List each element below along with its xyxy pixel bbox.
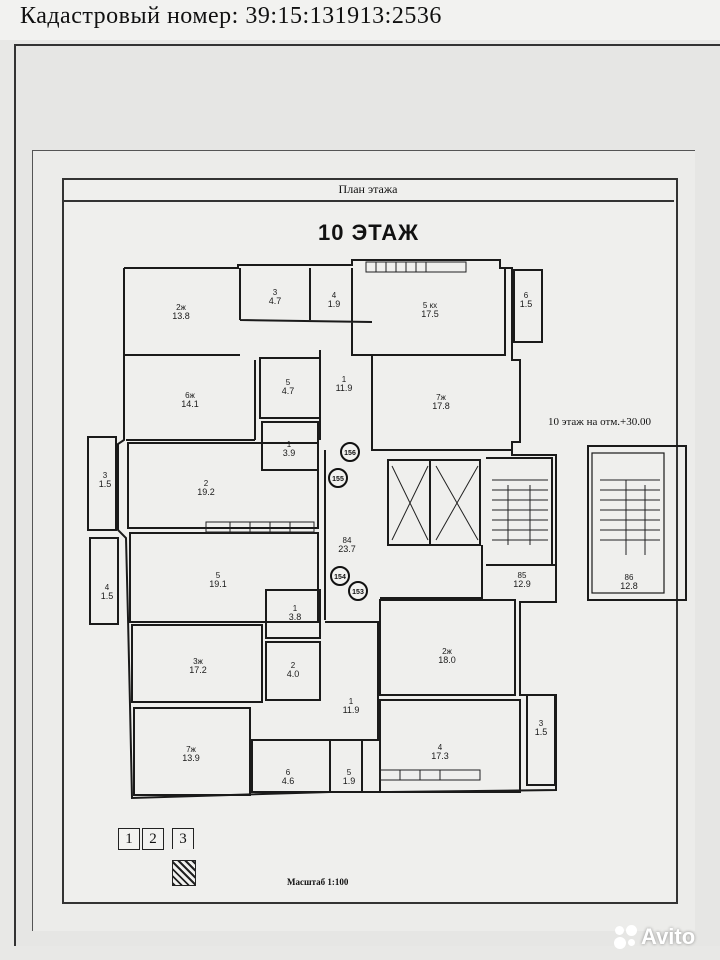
floor-title: 10 ЭТАЖ <box>318 220 420 245</box>
marker-circle-155 <box>328 468 348 488</box>
room-r6-area: 14.1 <box>181 399 199 409</box>
room-r7-area: 4.7 <box>282 386 295 396</box>
outer-wall <box>117 259 557 800</box>
marker-circle-153 <box>348 581 368 601</box>
scale-note: Масштаб 1:100 <box>287 877 349 887</box>
room-r27-area: 1.5 <box>535 727 548 737</box>
room-r1-area: 13.8 <box>172 311 190 321</box>
elevator-shafts <box>391 465 479 541</box>
marker-circle-156 <box>340 442 360 462</box>
room-r23-label: 7ж <box>186 745 196 754</box>
avito-logo-icon <box>614 925 638 949</box>
room-r7-label: 5 <box>286 378 291 387</box>
room-r21-label: 2ж <box>442 647 452 656</box>
room-r25-label: 5 <box>347 768 352 777</box>
room-r8-label: 1 <box>342 375 347 384</box>
balcony-top-right <box>513 269 543 343</box>
room-r13-label: 5 <box>216 571 221 580</box>
avito-watermark: Avito <box>614 924 695 950</box>
room-r22-area: 11.9 <box>343 705 360 715</box>
sheet-tab-2: 2 <box>142 828 164 850</box>
room-r24-area: 4.6 <box>282 776 295 786</box>
room-r14-label: 4 <box>105 583 110 592</box>
sheet-tab-3: 3 <box>172 828 194 849</box>
room-r13-area: 19.1 <box>209 579 227 589</box>
header-strip <box>0 0 720 40</box>
room-r14-area: 1.5 <box>101 591 114 601</box>
marker-154: 154 <box>334 574 346 581</box>
room-r2-label: 3 <box>273 288 278 297</box>
marker-155: 155 <box>332 476 344 483</box>
avito-text: Avito <box>641 924 696 949</box>
marker-156: 156 <box>344 450 356 457</box>
room-r12-area: 19.2 <box>197 487 215 497</box>
cadastral-number: Кадастровый номер: 39:15:131913:2536 <box>20 3 442 29</box>
room-r9-label: 7ж <box>436 393 446 402</box>
balcony-left-lower <box>89 537 119 625</box>
sheet-tab-1: 1 <box>118 828 140 850</box>
room-r20-area: 4.0 <box>287 669 300 679</box>
room-r15-area: 3.8 <box>289 612 302 622</box>
kitchen-fixtures <box>205 261 481 781</box>
room-r3-label: 4 <box>332 291 337 300</box>
room-r2-area: 4.7 <box>269 296 282 306</box>
room-r11-area: 1.5 <box>99 479 112 489</box>
room-r10-area: 3.9 <box>283 448 296 458</box>
room-r4-area: 17.5 <box>421 309 439 319</box>
room-r5-area: 1.5 <box>520 299 533 309</box>
room-r16-label: 84 <box>343 536 352 545</box>
room-r23-area: 13.9 <box>182 753 200 763</box>
plan-title: План этажа <box>62 178 674 202</box>
room-r1-label: 2ж <box>176 303 186 312</box>
elevation-note: 10 этаж на отм.+30.00 <box>548 416 651 428</box>
room-r12-label: 2 <box>204 479 209 488</box>
room-r27-label: 3 <box>539 719 544 728</box>
balcony-left-upper <box>87 436 117 531</box>
room-r18-area: 12.8 <box>620 581 638 591</box>
stair-flights <box>492 479 548 545</box>
room-r15-label: 1 <box>293 604 298 613</box>
room-r17-label: 85 <box>518 571 527 580</box>
right-stair-flights <box>600 479 660 555</box>
balcony-bottom-right <box>526 694 556 786</box>
room-r10-label: 1 <box>287 440 292 449</box>
room-r21-area: 18.0 <box>438 655 456 665</box>
marker-circle-154 <box>330 566 350 586</box>
room-r24-label: 6 <box>286 768 291 777</box>
room-r8-area: 11.9 <box>336 383 353 393</box>
room-r9-area: 17.8 <box>432 401 450 411</box>
room-r18-label: 86 <box>625 573 634 582</box>
room-r4-label: 5 кх <box>423 301 437 310</box>
plan-frame <box>62 178 678 904</box>
room-r26-label: 4 <box>438 743 443 752</box>
room-r20-label: 2 <box>291 661 296 670</box>
stair-unit-right <box>587 445 687 601</box>
room-r11-label: 3 <box>103 471 108 480</box>
room-r16-area: 23.7 <box>338 544 356 554</box>
room-r5-label: 6 <box>524 291 529 300</box>
room-r22-label: 1 <box>349 697 354 706</box>
interior-walls <box>124 268 556 796</box>
room-r25-area: 1.9 <box>343 776 356 786</box>
room-r26-area: 17.3 <box>431 751 449 761</box>
hatched-legend <box>172 860 196 886</box>
room-r19-area: 17.2 <box>189 665 207 675</box>
marker-153: 153 <box>352 589 364 596</box>
room-r6-label: 6ж <box>185 391 195 400</box>
room-r3-area: 1.9 <box>328 299 341 309</box>
room-r17-area: 12.9 <box>513 579 531 589</box>
room-r19-label: 3ж <box>193 657 203 666</box>
